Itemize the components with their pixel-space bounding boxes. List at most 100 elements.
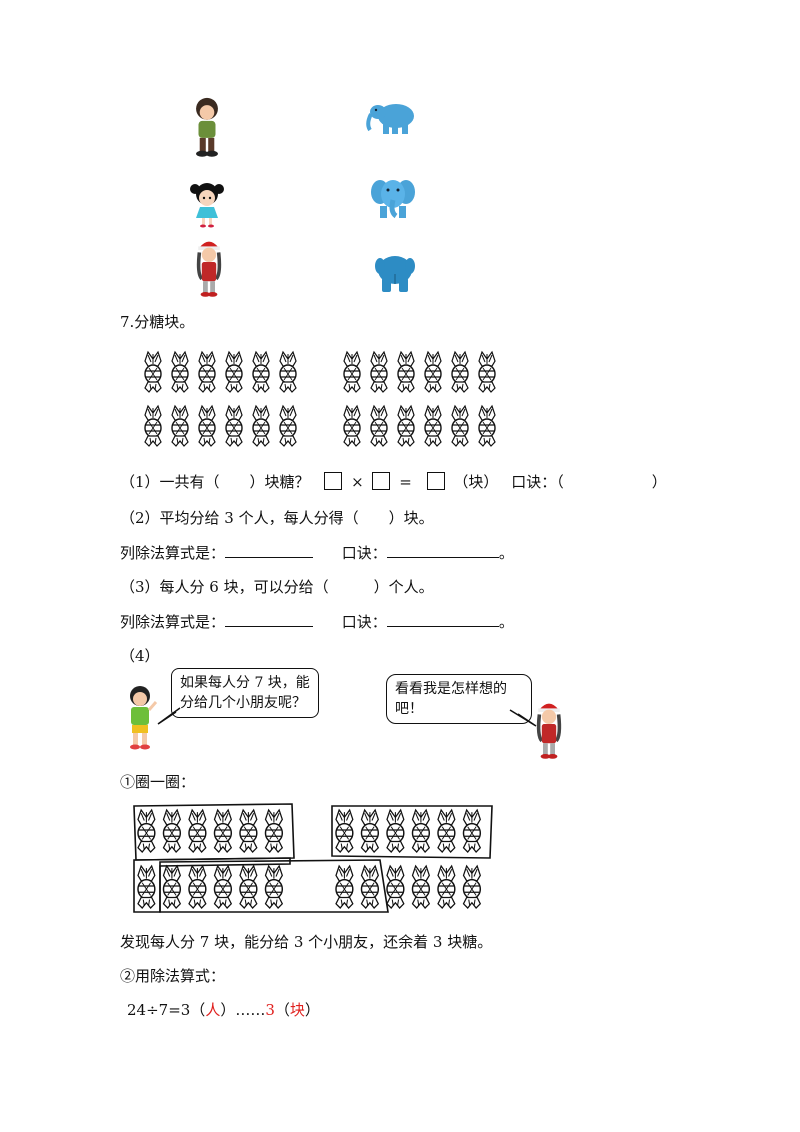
santa-girl-speaker-icon	[536, 701, 562, 761]
candy-icon	[144, 351, 162, 393]
koujue-label: 口诀：	[341, 613, 387, 631]
formula-label: 列除法算式是：	[120, 544, 226, 562]
candy-icon	[213, 865, 233, 909]
candy-icon	[198, 405, 216, 447]
koujue-close: ）	[651, 473, 667, 491]
period: 。	[498, 544, 514, 562]
speech-bubble-right: 看看我是怎样想的 吧！	[386, 674, 532, 724]
candy-icon	[252, 405, 270, 447]
candy-icon	[370, 351, 388, 393]
candy-icon	[437, 865, 456, 909]
candy-icon	[171, 351, 189, 393]
question-1: （1）一共有（ ）块糖？ × = （块） 口诀：（ ）	[120, 472, 667, 492]
candy-icon	[451, 351, 469, 393]
answer-prefix: 24÷7=3（	[127, 1001, 206, 1019]
elephant-icon	[366, 104, 414, 134]
answer-close: ）	[304, 1001, 320, 1019]
candy-icon	[225, 351, 243, 393]
candy-icon	[264, 865, 284, 909]
times-sign: ×	[351, 473, 364, 491]
formula-blank[interactable]	[225, 543, 314, 558]
koujue-blank[interactable]	[386, 612, 499, 627]
candy-icon	[343, 405, 361, 447]
division-answer: 24÷7=3（人）……3（块）	[127, 1000, 320, 1020]
candy-icon	[386, 865, 405, 909]
question-2-formula-row: 列除法算式是： 口诀： 。	[120, 543, 514, 563]
candy-icon	[137, 865, 156, 909]
koujue-label: 口诀：（	[511, 473, 564, 491]
santa-girl-icon	[196, 239, 222, 299]
question-3-text: （3）每人分 6 块，可以分给（ ）个人。	[120, 578, 434, 596]
candy-icon	[478, 405, 496, 447]
question-1-text: （1）一共有（ ）块糖？	[120, 473, 310, 491]
candy-icon	[213, 809, 233, 853]
question-4-label: （4）	[120, 647, 160, 665]
candy-icon	[239, 809, 258, 853]
candy-icon	[188, 865, 207, 909]
answer-mid: ）……	[220, 1001, 266, 1019]
candy-icon	[478, 351, 496, 393]
boy-speaker-icon	[130, 686, 158, 750]
candy-icon	[386, 809, 405, 853]
candy-icon	[162, 809, 182, 853]
candy-icon	[462, 865, 482, 909]
finding-text: 发现每人分 7 块，能分给 3 个小朋友，还余着 3 块糖。	[120, 933, 493, 951]
elephant-front-icon	[371, 180, 415, 219]
candy-icon	[162, 865, 182, 909]
koujue-blank[interactable]	[386, 543, 499, 558]
equals-sign: =	[399, 473, 412, 491]
candy-icon	[437, 809, 456, 853]
circled-candies-diagram	[133, 803, 493, 913]
candy-icon	[462, 809, 482, 853]
candy-icon	[360, 865, 380, 909]
question-3-formula-row: 列除法算式是： 口诀： 。	[120, 612, 514, 632]
period: 。	[498, 613, 514, 631]
candy-icon	[279, 351, 297, 393]
bubble-left-tail	[157, 707, 181, 725]
candy-icon	[137, 809, 156, 853]
bubble-left-line2: 分给几个小朋友呢？	[180, 695, 306, 711]
candy-group-right	[342, 350, 502, 450]
candy-icon	[343, 351, 361, 393]
answer-box-2[interactable]	[372, 472, 391, 490]
answer-remainder: 3	[265, 1001, 275, 1019]
speech-bubble-left: 如果每人分 7 块，能 分给几个小朋友呢？	[171, 668, 319, 718]
formula-label: 列除法算式是：	[120, 613, 226, 631]
candy-icon	[239, 865, 258, 909]
candy-grid	[343, 351, 496, 447]
candy-icon	[198, 351, 216, 393]
candy-icon	[411, 809, 431, 853]
candy-icon	[188, 809, 207, 853]
candy-icon	[335, 865, 354, 909]
candy-icon	[424, 351, 442, 393]
answer-box-3[interactable]	[426, 472, 445, 490]
circle-label: ①圈一圈：	[120, 773, 196, 791]
bubble-left-line1: 如果每人分 7 块，能	[180, 675, 310, 691]
candy-group-left	[143, 350, 303, 450]
division-label: ②用除法算式：	[120, 967, 226, 985]
candy-icon	[264, 809, 284, 853]
formula-blank[interactable]	[225, 612, 314, 627]
unit-label: （块）	[453, 473, 499, 491]
candy-icon	[252, 351, 270, 393]
question-2-text: （2）平均分给 3 个人，每人分得（ ）块。	[120, 509, 434, 527]
candy-icon	[279, 405, 297, 447]
candy-icon	[370, 405, 388, 447]
boy-figure-icon	[196, 97, 218, 157]
answer-unit-ren: 人	[205, 1001, 221, 1019]
koujue-label: 口诀：	[341, 544, 387, 562]
answer-box-1[interactable]	[324, 472, 343, 490]
bubble-right-tail	[509, 709, 537, 727]
candy-icon	[144, 405, 162, 447]
candy-icon	[397, 405, 415, 447]
answer-unit-kuai: 块	[289, 1001, 305, 1019]
candy-icon	[451, 405, 469, 447]
candy-icon	[424, 405, 442, 447]
candy-icon	[411, 865, 431, 909]
answer-open: （	[274, 1001, 290, 1019]
candy-icon	[171, 405, 189, 447]
girl-figure-icon	[190, 183, 224, 228]
candy-grid	[144, 351, 297, 447]
elephant-back-icon	[375, 256, 415, 292]
question-7-title: 7.分糖块。	[120, 313, 195, 331]
